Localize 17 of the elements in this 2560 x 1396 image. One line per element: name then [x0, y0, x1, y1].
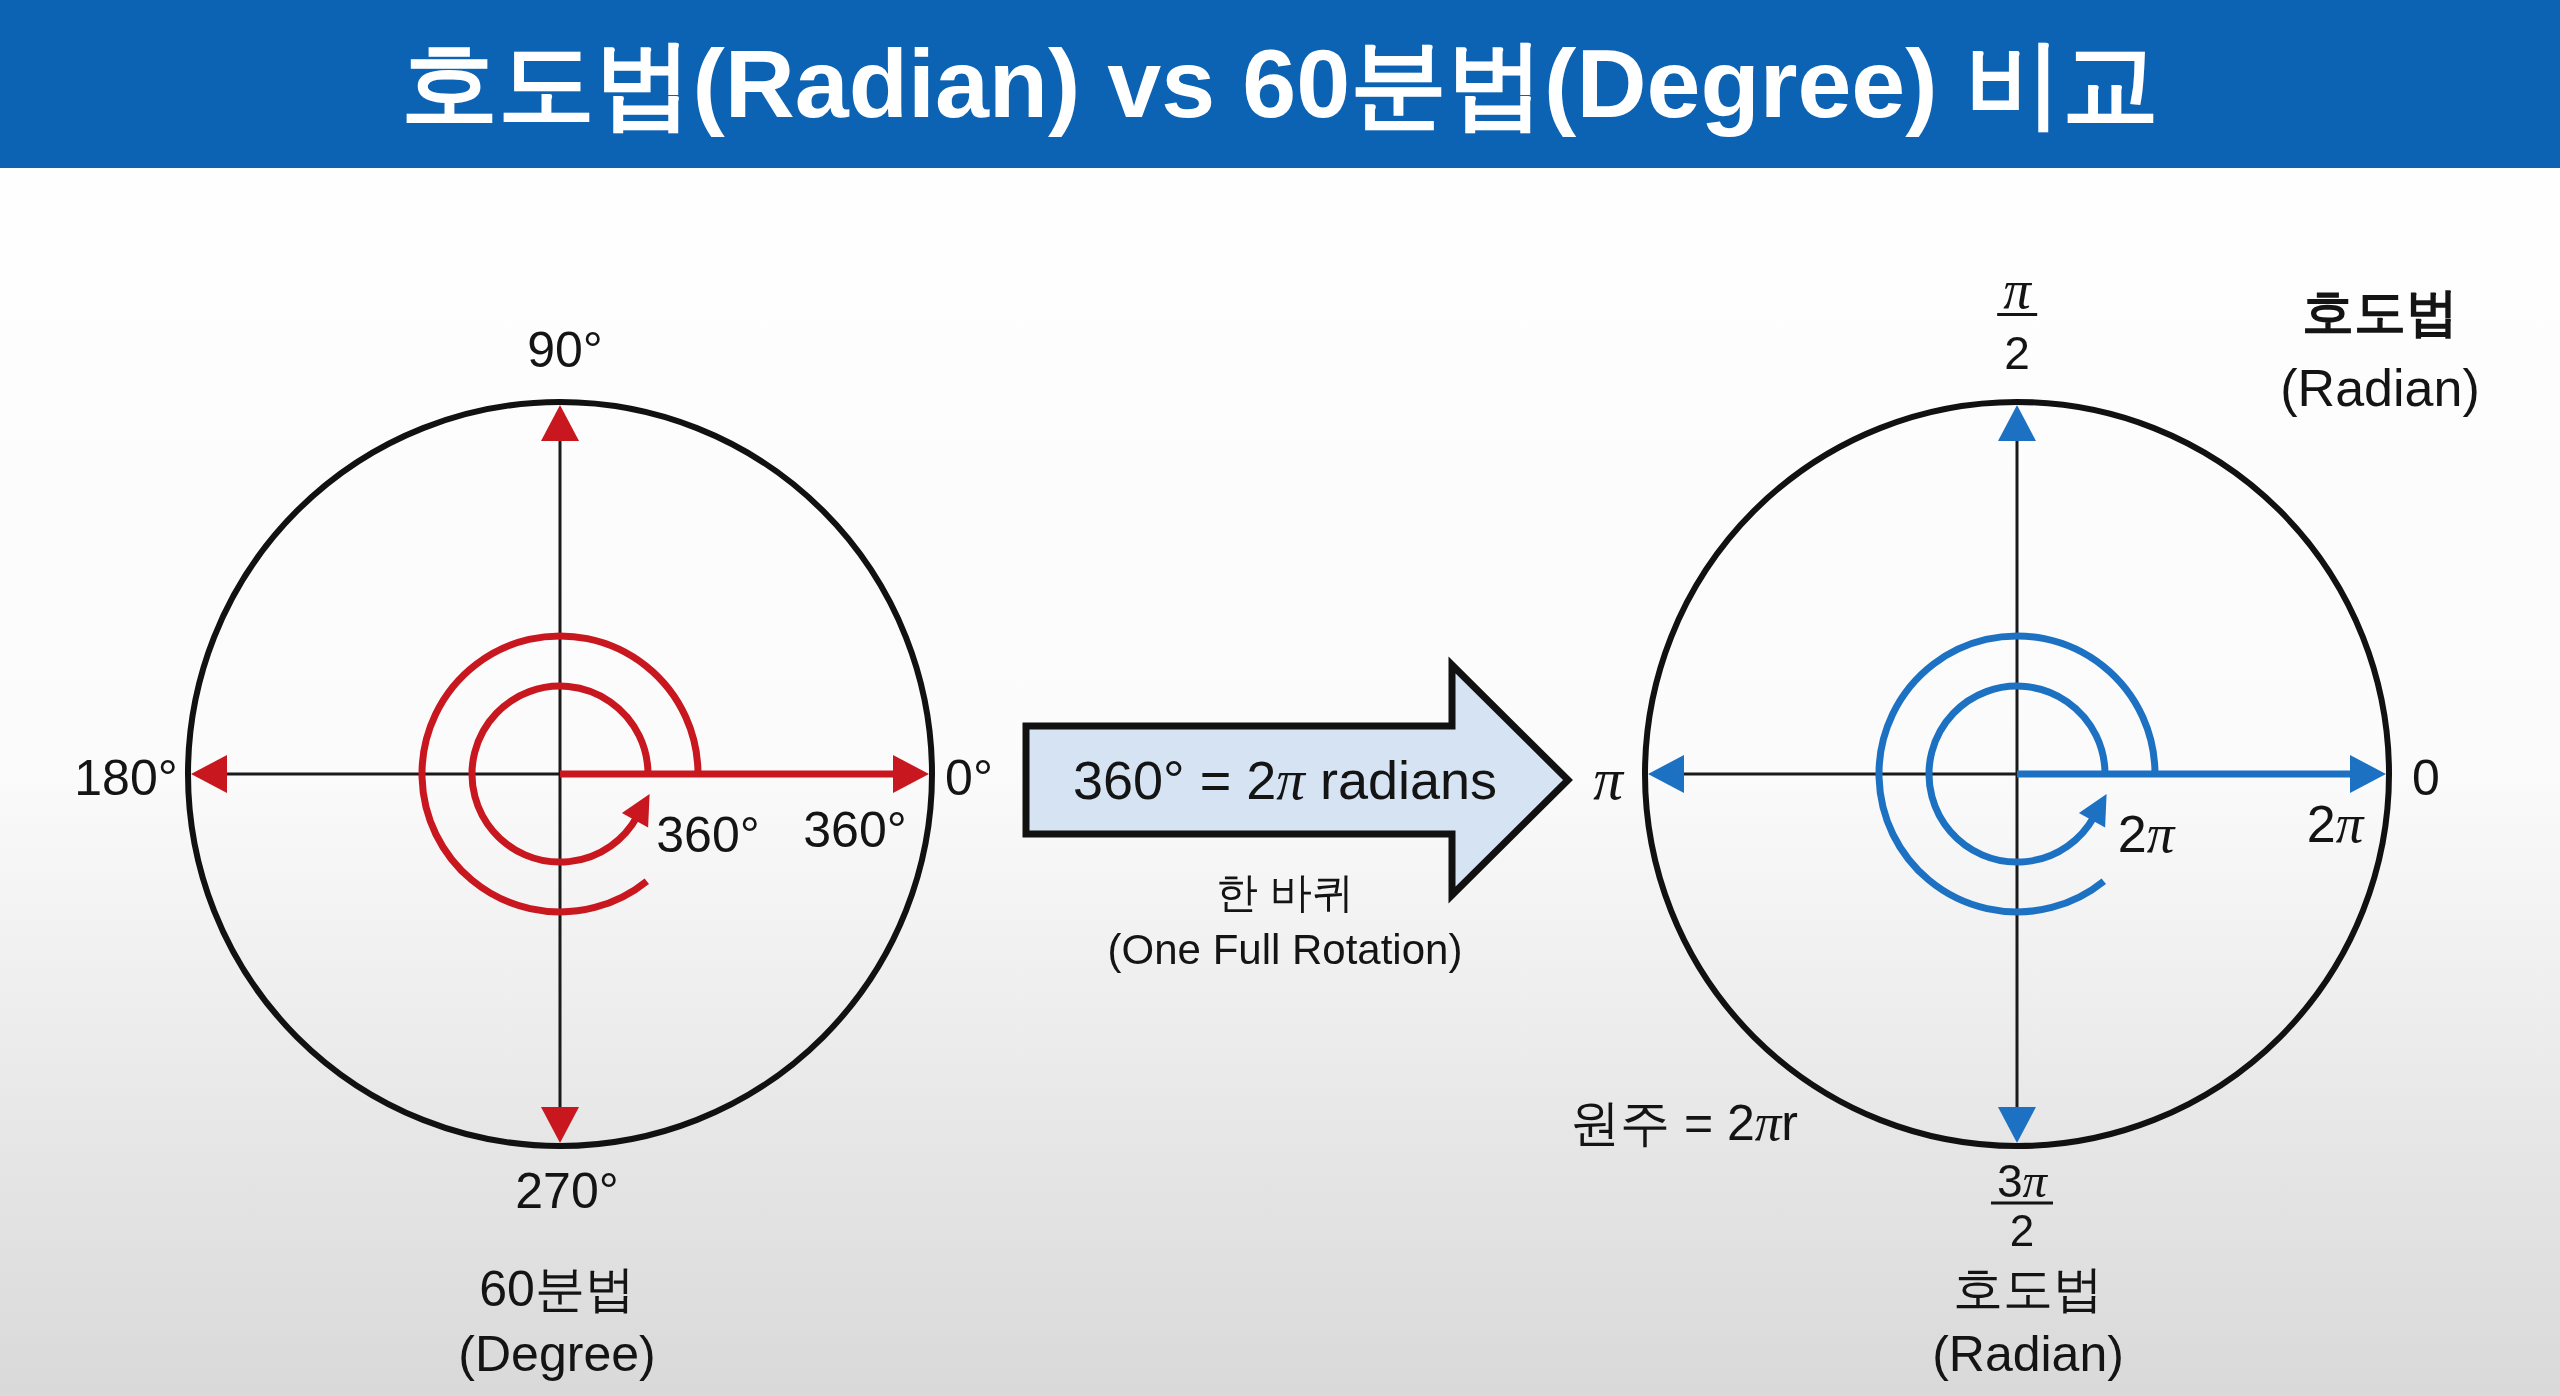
- node-label: 호도법 (Radian): [1932, 1260, 2124, 1384]
- block-arrow: [1022, 656, 1573, 904]
- node-label: 90°: [527, 322, 603, 380]
- node-label: 270°: [515, 1163, 619, 1221]
- node-label: 3π: [1991, 1159, 2053, 1205]
- edge-label: 360° = 2π radians: [1071, 748, 1499, 812]
- title: 호도법(Radian) vs 60분법(Degree) 비교: [401, 30, 2159, 138]
- node-label: 0°: [945, 750, 993, 808]
- node-label: 호도법 (Radian): [2280, 282, 2480, 419]
- node-label: 180°: [74, 750, 178, 808]
- node-label: 0: [2412, 750, 2440, 808]
- node-label: π: [1593, 744, 1623, 814]
- node-label: 2: [2004, 331, 2030, 375]
- node-label: 2: [2009, 1210, 2035, 1252]
- note-text: 한 바퀴 (One Full Rotation): [1107, 868, 1463, 975]
- node-label: 60분법 (Degree): [458, 1260, 656, 1384]
- node-label: π: [1997, 268, 2037, 316]
